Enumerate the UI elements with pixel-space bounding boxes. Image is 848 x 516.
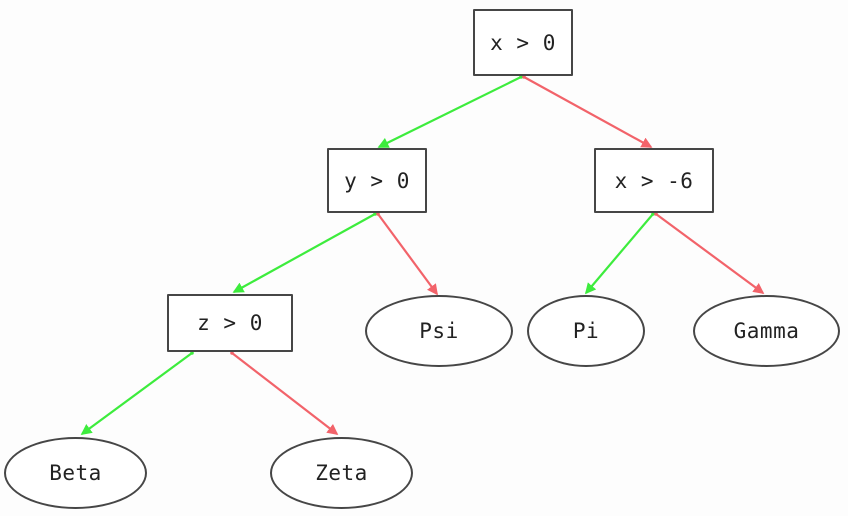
edge-origin-dot: [190, 351, 194, 355]
node-x_gt_neg6[interactable]: x > -6: [594, 148, 714, 213]
node-label-root: x > 0: [490, 30, 556, 55]
edge-z_gt_0-to-beta: [80, 352, 193, 435]
node-label-gamma: Gamma: [733, 319, 800, 343]
node-gamma[interactable]: Gamma: [693, 295, 840, 367]
node-label-pi: Pi: [572, 319, 600, 343]
edge-origin-dot: [230, 351, 234, 355]
node-label-zeta: Zeta: [315, 461, 368, 485]
edge-origin-dot: [522, 75, 526, 79]
edge-origin-dot: [654, 212, 658, 216]
edge-x_gt_neg6-to-gamma: [655, 213, 765, 294]
node-label-psi: Psi: [419, 319, 459, 343]
node-zeta[interactable]: Zeta: [270, 437, 413, 509]
edge-y_gt_0-to-psi: [377, 213, 438, 296]
node-pi[interactable]: Pi: [527, 295, 645, 367]
edge-root-to-y_gt_0: [377, 76, 522, 148]
node-y_gt_0[interactable]: y > 0: [327, 148, 427, 213]
node-z_gt_0[interactable]: z > 0: [167, 294, 293, 352]
node-beta[interactable]: Beta: [4, 437, 147, 509]
edge-origin-dot: [376, 212, 380, 216]
node-label-z_gt_0: z > 0: [197, 311, 263, 335]
edge-x_gt_neg6-to-pi: [584, 213, 654, 295]
node-psi[interactable]: Psi: [365, 295, 513, 367]
edge-origin-dot: [651, 212, 655, 216]
edge-y_gt_0-to-z_gt_0: [232, 213, 376, 293]
node-label-beta: Beta: [49, 461, 102, 485]
edge-origin-dot: [519, 75, 523, 79]
node-label-x_gt_neg6: x > -6: [614, 168, 694, 193]
node-label-y_gt_0: y > 0: [344, 168, 410, 193]
edge-root-to-x_gt_neg6: [523, 76, 653, 148]
edge-z_gt_0-to-zeta: [231, 352, 339, 436]
node-root[interactable]: x > 0: [473, 9, 573, 76]
edge-origin-dot: [373, 212, 377, 216]
